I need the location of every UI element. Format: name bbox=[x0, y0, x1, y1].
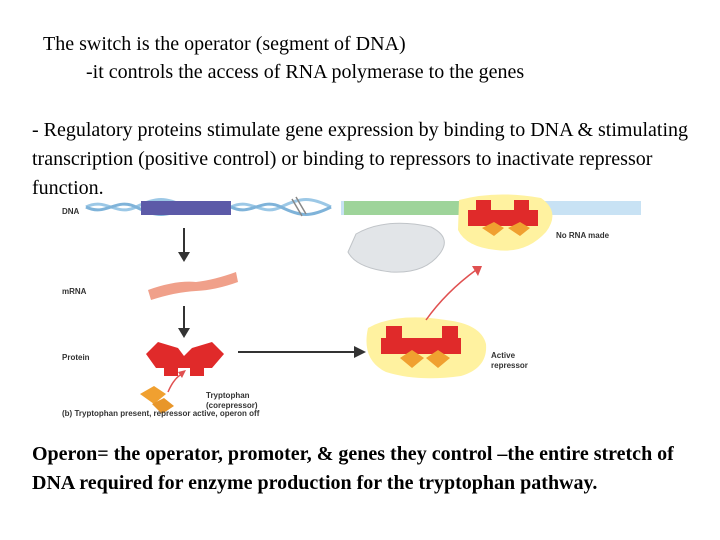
down-arrow-2 bbox=[178, 306, 190, 338]
trp-operon-diagram: DNA No RNA made mRNA Protein Tryptophan … bbox=[62, 194, 641, 418]
down-arrow-1 bbox=[178, 228, 190, 262]
operon-definition: Operon= the operator, promoter, & genes … bbox=[32, 443, 674, 494]
active-label: Active bbox=[491, 351, 516, 360]
slide-line-1: The switch is the operator (segment of D… bbox=[43, 33, 406, 55]
protein-label: Protein bbox=[62, 353, 90, 362]
figure-caption: (b) Tryptophan present, repressor active… bbox=[62, 409, 260, 418]
no-rna-label: No RNA made bbox=[556, 231, 610, 240]
gene-segment bbox=[141, 201, 231, 215]
trp-binding-arrow bbox=[167, 373, 183, 393]
active-repressor-complex bbox=[366, 317, 487, 379]
mrna-strand bbox=[148, 272, 238, 300]
inactive-repressor bbox=[146, 342, 224, 376]
tryptophan-label: Tryptophan bbox=[206, 391, 250, 400]
slide-line-2: -it controls the access of RNA polymeras… bbox=[86, 61, 525, 83]
repressor-label: repressor bbox=[491, 361, 528, 370]
regulatory-paragraph: - Regulatory proteins stimulate gene exp… bbox=[32, 119, 689, 199]
corepressor-label: (corepressor) bbox=[206, 401, 258, 410]
repressor-binding-arrow bbox=[425, 269, 477, 321]
tryptophan-molecule bbox=[140, 386, 166, 404]
operator-segment bbox=[344, 201, 464, 215]
dna-label: DNA bbox=[62, 207, 80, 216]
bound-repressor-complex bbox=[458, 194, 553, 251]
rna-polymerase bbox=[347, 222, 445, 273]
mrna-label: mRNA bbox=[62, 287, 87, 296]
